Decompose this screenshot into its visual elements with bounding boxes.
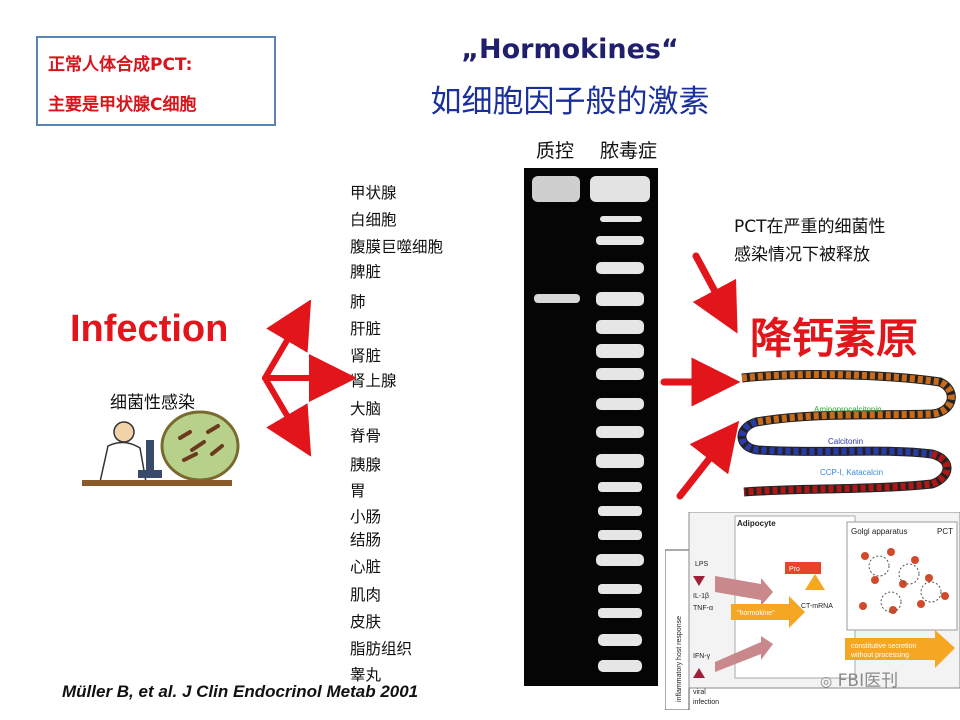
title-hormokines: „Hormokines“ <box>461 34 679 65</box>
tissue-label: 肺 <box>350 293 366 311</box>
infection-title: Infection <box>70 308 229 350</box>
tissue-label: 肾脏 <box>350 347 382 365</box>
tissue-label: 肝脏 <box>350 320 382 338</box>
procalcitonin-peptide-chain: Aminoprocalcitonin Calcitonin CCP-I, Kat… <box>737 370 956 497</box>
title-subtitle: 如细胞因子般的激素 <box>430 84 710 120</box>
adipocyte-diagram: inflammatory host response Adipocyte Gol… <box>665 512 960 710</box>
tissue-label: 大脑 <box>350 400 382 418</box>
constitutive-label-1: constitutive secretion <box>851 643 916 650</box>
il1-label: IL-1β <box>693 593 709 600</box>
watermark-text: FBI医刊 <box>837 671 899 691</box>
citation: Müller B, et al. J Clin Endocrinol Metab… <box>62 682 419 701</box>
pct-arrows <box>660 252 740 500</box>
lps-label: LPS <box>695 561 709 568</box>
tissue-label: 睾丸 <box>350 666 382 684</box>
inflammatory-response-label: inflammatory host response <box>676 616 683 702</box>
ctmrna-label: CT-mRNA <box>801 603 833 610</box>
tissue-label: 甲状腺 <box>350 184 397 202</box>
tissue-label: 白细胞 <box>350 211 397 229</box>
tissue-label: 肌肉 <box>350 586 382 604</box>
tissue-label: 皮肤 <box>350 613 382 631</box>
gel-header-control: 质控 <box>536 140 575 162</box>
tissue-label: 肾上腺 <box>350 372 397 390</box>
note-box: 正常人体合成PCT: 主要是甲状腺C细胞 <box>36 36 276 126</box>
pct-label: PCT <box>937 527 953 536</box>
ifn-label: IFN-γ <box>693 653 711 660</box>
gel-header-sepsis: 脓毒症 <box>600 140 658 162</box>
wechat-icon: ◎ <box>820 674 833 690</box>
tissue-label: 腹膜巨噬细胞 <box>350 238 444 256</box>
pro-label: Pro <box>789 566 800 573</box>
tnf-label: TNF-α <box>693 605 713 612</box>
peptide-label-katacalcin: CCP-I, Katacalcin <box>820 468 883 477</box>
viral-label-2: infection <box>693 699 719 706</box>
watermark: ◎ FBI医刊 <box>820 666 898 691</box>
procalcitonin-title: 降钙素原 <box>750 314 919 363</box>
tissue-label: 脂肪组织 <box>350 640 413 658</box>
adipocyte-label: Adipocyte <box>737 519 776 528</box>
tissue-label: 心脏 <box>350 558 382 576</box>
tissue-label: 胰腺 <box>350 456 382 474</box>
gel-electrophoresis-image <box>524 168 658 686</box>
hormokine-label: "hormokine" <box>737 610 775 617</box>
pct-note-line-1: PCT在严重的细菌性 <box>734 217 886 237</box>
infection-arrows <box>262 300 355 457</box>
tissue-label: 胃 <box>350 482 366 500</box>
constitutive-label-2: without processing <box>850 652 909 659</box>
note-line-2: 主要是甲状腺C细胞 <box>48 95 197 115</box>
pct-note-line-2: 感染情况下被释放 <box>734 245 870 265</box>
peptide-label-aminoprocalcitonin: Aminoprocalcitonin <box>814 405 882 414</box>
tissue-label: 脊骨 <box>350 427 382 445</box>
peptide-label-calcitonin: Calcitonin <box>828 437 863 446</box>
tissue-label: 脾脏 <box>350 263 382 281</box>
scientist-microscope-illustration <box>82 410 240 486</box>
note-line-1: 正常人体合成PCT: <box>48 55 193 75</box>
golgi-label: Golgi apparatus <box>851 527 907 536</box>
tissue-label: 结肠 <box>350 531 382 549</box>
tissue-label: 小肠 <box>350 508 382 526</box>
infection-subtitle: 细菌性感染 <box>110 393 195 413</box>
viral-label-1: viral <box>693 689 706 696</box>
